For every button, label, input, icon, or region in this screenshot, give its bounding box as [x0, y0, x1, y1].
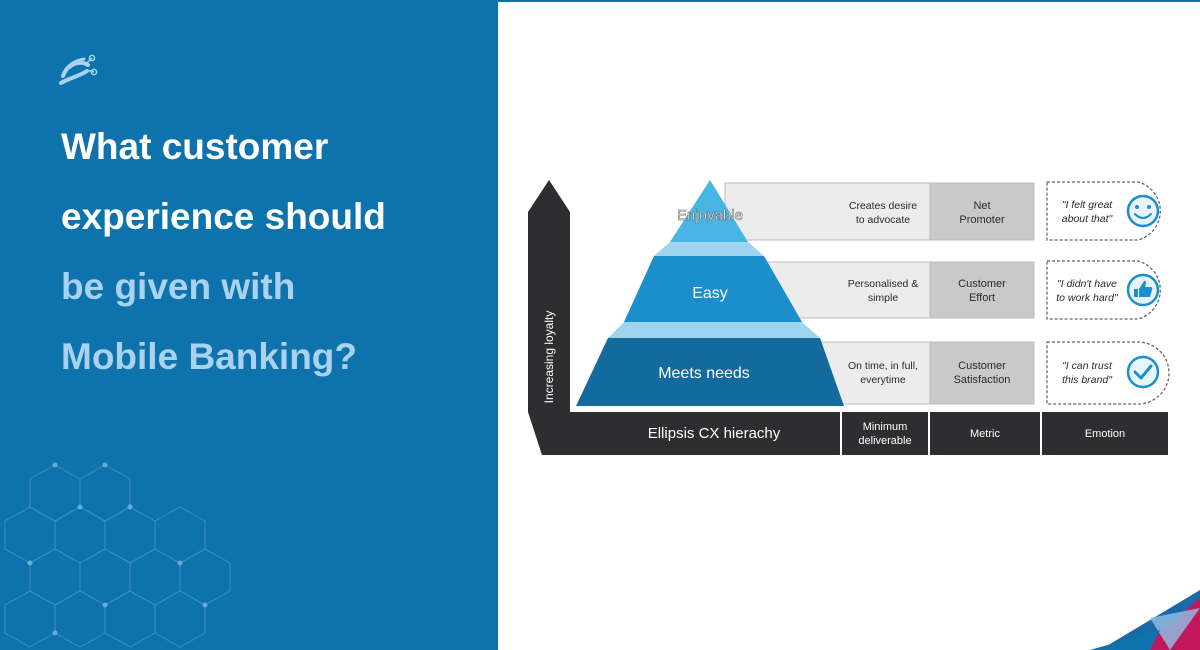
thumbs-up-icon [1126, 273, 1160, 307]
tier-label-meets-needs: Meets needs [658, 365, 750, 382]
corner-triangle-decoration [1090, 590, 1200, 650]
emotion-bubble-enjoyable: "I felt great about that" [1046, 181, 1161, 241]
hexagon-pattern-decoration [4, 462, 231, 648]
pyramid-tier-easy [624, 256, 802, 322]
emotion-meets-needs-line-1: "I can trust [1062, 360, 1113, 372]
footer-bar [528, 412, 1168, 455]
metric-enjoyable-line-1: Net [973, 200, 990, 212]
cx-hierarchy-diagram: Increasing loyalty Enjoyable Easy Meets … [528, 180, 1170, 455]
top-accent-line [498, 0, 1200, 2]
emotion-enjoyable-line-1: "I felt great [1062, 199, 1114, 211]
headline-line-3: be given with [61, 266, 296, 307]
footer-deliverable-line-2: deliverable [858, 435, 911, 447]
checkmark-icon [1126, 355, 1160, 389]
headline-line-2: experience should [61, 196, 386, 237]
footer-title: Ellipsis CX hierachy [648, 425, 781, 442]
emotion-easy-line-2: to work hard" [1056, 292, 1119, 304]
pyramid-tier-enjoyable [670, 180, 748, 242]
deliverable-enjoyable-line-1: Creates desire [849, 200, 917, 212]
emotion-enjoyable-line-2: about that" [1062, 213, 1114, 225]
tier-row-easy [764, 261, 1035, 319]
company-logo-icon [59, 54, 98, 85]
pyramid-tier-meets-needs [576, 338, 844, 406]
pyramid [576, 180, 844, 406]
deliverable-meets-needs-line-1: On time, in full, [848, 360, 918, 372]
deliverable-meets-needs-line-2: everytime [860, 374, 906, 386]
footer-metric: Metric [970, 428, 1000, 440]
emotion-bubble-meets-needs: "I can trust this brand" [1046, 341, 1170, 405]
tier-row-enjoyable [724, 182, 1035, 241]
deliverable-enjoyable-line-2: to advocate [856, 214, 910, 226]
footer-deliverable-line-1: Minimum [863, 421, 908, 433]
emotion-meets-needs-line-2: this brand" [1062, 374, 1113, 386]
smiley-icon [1126, 194, 1160, 228]
loyalty-axis-arrow [528, 180, 570, 412]
metric-meets-needs-line-2: Satisfaction [954, 374, 1011, 386]
headline-line-4: Mobile Banking? [61, 336, 357, 377]
tier-row-meets-needs [809, 341, 1035, 405]
emotion-bubble-easy: "I didn't have to work hard" [1046, 260, 1161, 320]
loyalty-axis-label: Increasing loyalty [542, 311, 556, 404]
emotion-easy-line-1: "I didn't have [1057, 278, 1117, 290]
metric-meets-needs-line-1: Customer [958, 360, 1006, 372]
metric-enjoyable-line-2: Promoter [959, 214, 1005, 226]
headline: What customer experience should be given… [61, 112, 481, 392]
left-panel: What customer experience should be given… [0, 0, 498, 650]
tier-label-easy: Easy [692, 285, 728, 302]
deliverable-easy-line-1: Personalised & [848, 278, 919, 290]
headline-line-1: What customer [61, 126, 329, 167]
footer-emotion: Emotion [1085, 428, 1125, 440]
deliverable-easy-line-2: simple [868, 292, 899, 304]
tier-label-enjoyable: Enjoyable [677, 207, 743, 224]
metric-easy-line-1: Customer [958, 278, 1006, 290]
metric-easy-line-2: Effort [969, 292, 995, 304]
